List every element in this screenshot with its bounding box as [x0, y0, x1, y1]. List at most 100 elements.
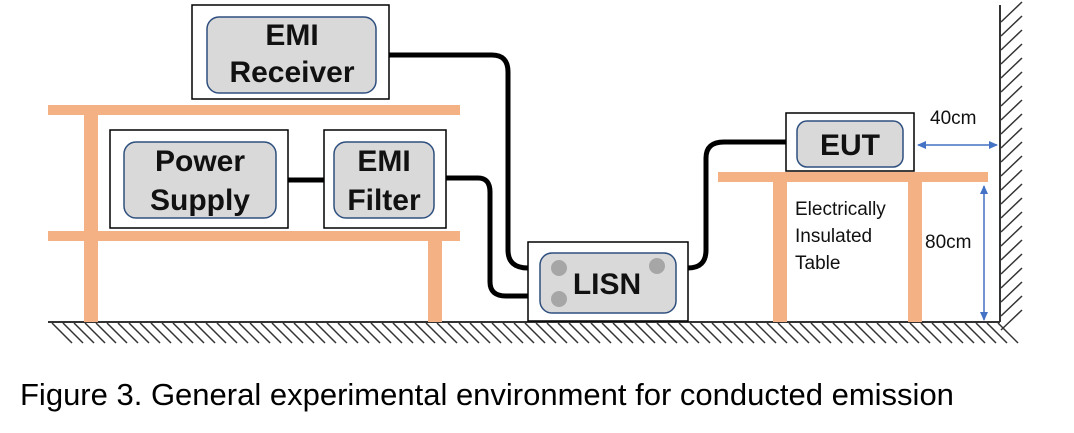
ground-hatch-line	[623, 322, 645, 344]
ground-hatch-line	[612, 322, 634, 344]
wall-hatch-line	[1000, 239, 1023, 261]
ground-hatch-line	[744, 322, 766, 344]
ground-hatch-line	[447, 322, 469, 344]
wall-hatch-line	[1000, 85, 1023, 107]
emi-filter-label-line1: EMI	[357, 145, 410, 178]
ground-hatch-line	[887, 322, 909, 344]
ground-hatch-line	[524, 322, 546, 344]
lisn-terminal	[551, 291, 567, 307]
wall-hatch-line	[1000, 169, 1023, 191]
power-supply: Power Supply	[109, 129, 289, 229]
ground-hatch-line	[942, 322, 964, 344]
wall-hatch-line	[1000, 57, 1023, 79]
wall-hatch-line	[1000, 281, 1023, 303]
ground-hatch-line	[128, 322, 150, 344]
ground-hatch-line	[601, 322, 623, 344]
ground-hatch-line	[403, 322, 425, 344]
dimension-40cm-label: 40cm	[930, 108, 976, 129]
dimension-40cm: 40cm	[917, 108, 998, 149]
ground-hatch-line	[678, 322, 700, 344]
ground-hatch-line	[953, 322, 975, 344]
power-supply-label-line1: Power	[155, 145, 245, 178]
ground-hatch-line	[579, 322, 601, 344]
ground-hatch-line	[161, 322, 183, 344]
wall-hatch-line	[1000, 15, 1023, 37]
ground-hatch-line	[359, 322, 381, 344]
ground-hatch-line	[832, 322, 854, 344]
wall-hatch-line	[1000, 43, 1023, 65]
ground-hatch-line	[854, 322, 876, 344]
ground-hatch-line	[95, 322, 117, 344]
ground-hatch-line	[711, 322, 733, 344]
ground-hatch-line	[73, 322, 95, 344]
table-label-line2: Insulated	[795, 226, 872, 247]
ground-hatch-line	[722, 322, 744, 344]
ground-hatch-line	[249, 322, 271, 344]
lisn-terminal	[649, 258, 665, 274]
ground-hatch-line	[425, 322, 447, 344]
ground-hatch-line	[381, 322, 403, 344]
ground-hatch-line	[348, 322, 370, 344]
ground-hatch-line	[557, 322, 579, 344]
ground-hatch-line	[304, 322, 326, 344]
ground-hatch-line	[62, 322, 84, 344]
ground-hatch-line	[271, 322, 293, 344]
ground-hatch-line	[920, 322, 942, 344]
ground-hatch-line	[282, 322, 304, 344]
ground-hatch-line	[733, 322, 755, 344]
ground-hatch-line	[909, 322, 931, 344]
ground-hatch-line	[84, 322, 106, 344]
table-label-line3: Table	[795, 253, 840, 274]
figure-caption: Figure 3. General experimental environme…	[20, 377, 954, 412]
ground-hatch-line	[590, 322, 612, 344]
ground-hatch-line	[997, 322, 1019, 344]
table-label: Electrically Insulated Table	[795, 199, 886, 274]
emi-receiver-label-line2: Receiver	[229, 56, 354, 89]
ground-hatch-line	[689, 322, 711, 344]
ground-hatch-line	[183, 322, 205, 344]
wall	[999, 1, 1023, 331]
insulated-table	[718, 172, 988, 322]
ground-hatch-line	[546, 322, 568, 344]
ground-hatch-line	[843, 322, 865, 344]
ground-hatch-line	[238, 322, 260, 344]
ground-hatch-line	[326, 322, 348, 344]
emi-receiver-label-line1: EMI	[265, 19, 318, 52]
ground-hatch-line	[150, 322, 172, 344]
wall-hatch-line	[1000, 141, 1023, 163]
wall-hatch-line	[1000, 309, 1023, 331]
ground-hatch-line	[337, 322, 359, 344]
dimension-80cm: 80cm	[925, 185, 988, 321]
wall-hatch-line	[1000, 127, 1023, 149]
ground-hatch-line	[216, 322, 238, 344]
ground-hatch-line	[865, 322, 887, 344]
ground-hatch-line	[975, 322, 997, 344]
wall-hatch-line	[1000, 29, 1023, 51]
wall-hatch-line	[1000, 113, 1023, 135]
ground-hatch-line	[414, 322, 436, 344]
ground-hatch-line	[645, 322, 667, 344]
emi-filter: EMI Filter	[323, 129, 447, 229]
ground-hatch-line	[513, 322, 535, 344]
ground-hatch-line	[777, 322, 799, 344]
ground-hatch-line	[700, 322, 722, 344]
wall-hatch-line	[1000, 99, 1023, 121]
power-supply-label-line2: Supply	[150, 184, 250, 217]
emi-filter-label-line2: Filter	[347, 184, 421, 217]
ground-hatch-line	[766, 322, 788, 344]
wall-hatch-line	[1000, 155, 1023, 177]
ground-hatch-line	[898, 322, 920, 344]
lisn-label: LISN	[573, 268, 641, 301]
ground-hatch-line	[568, 322, 590, 344]
wall-hatch-line	[1000, 225, 1023, 247]
ground-hatch-line	[458, 322, 480, 344]
ground-hatch-line	[436, 322, 458, 344]
ground-hatch-line	[194, 322, 216, 344]
ground-hatch-line	[260, 322, 282, 344]
ground-hatch-line	[392, 322, 414, 344]
ground-hatch-line	[502, 322, 524, 344]
ground-hatch-line	[491, 322, 513, 344]
ground-hatch-line	[964, 322, 986, 344]
table-label-line1: Electrically	[795, 199, 886, 220]
